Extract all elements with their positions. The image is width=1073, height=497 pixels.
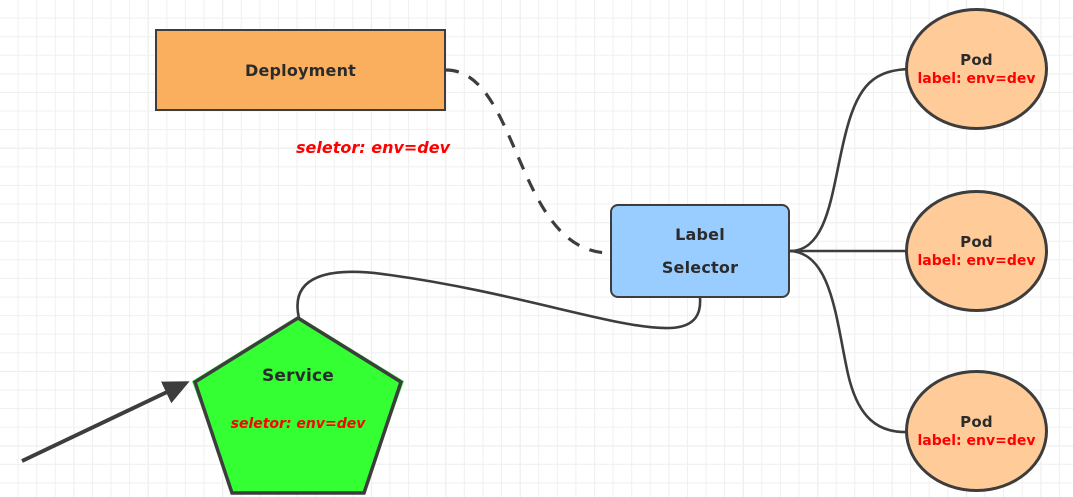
service-label: Service [261, 366, 335, 386]
pod-3-selector-annotation: label: env=dev [917, 433, 1036, 449]
edge-incoming-traffic-to-service [21, 381, 190, 463]
node-pod-2[interactable]: Pod label: env=dev [905, 190, 1048, 312]
pod-1-selector-annotation: label: env=dev [917, 71, 1036, 87]
edge-label-selector-to-pod-3 [788, 249, 910, 434]
deployment-selector-annotation: seletor: env=dev [296, 138, 451, 157]
pod-2-selector-annotation: label: env=dev [917, 253, 1036, 269]
service-selector-annotation: seletor: env=dev [230, 416, 366, 432]
node-label-selector[interactable]: Label Selector [610, 204, 790, 298]
pod-2-label: Pod [960, 233, 993, 251]
node-deployment[interactable]: Deployment [155, 29, 446, 111]
pod-3-label: Pod [960, 413, 993, 431]
node-pod-3[interactable]: Pod label: env=dev [905, 370, 1048, 492]
node-service[interactable]: Service seletor: env=dev [192, 316, 404, 497]
node-pod-1[interactable]: Pod label: env=dev [905, 8, 1048, 130]
deployment-label: Deployment [244, 60, 357, 80]
pod-1-label: Pod [960, 51, 993, 69]
label-selector-line-2: Selector [661, 258, 739, 277]
label-selector-line-1: Label [675, 225, 725, 244]
service-pentagon-outline [192, 316, 404, 495]
edge-label-selector-to-pod-1 [788, 67, 912, 253]
edge-deployment-to-label-selector [445, 68, 611, 255]
